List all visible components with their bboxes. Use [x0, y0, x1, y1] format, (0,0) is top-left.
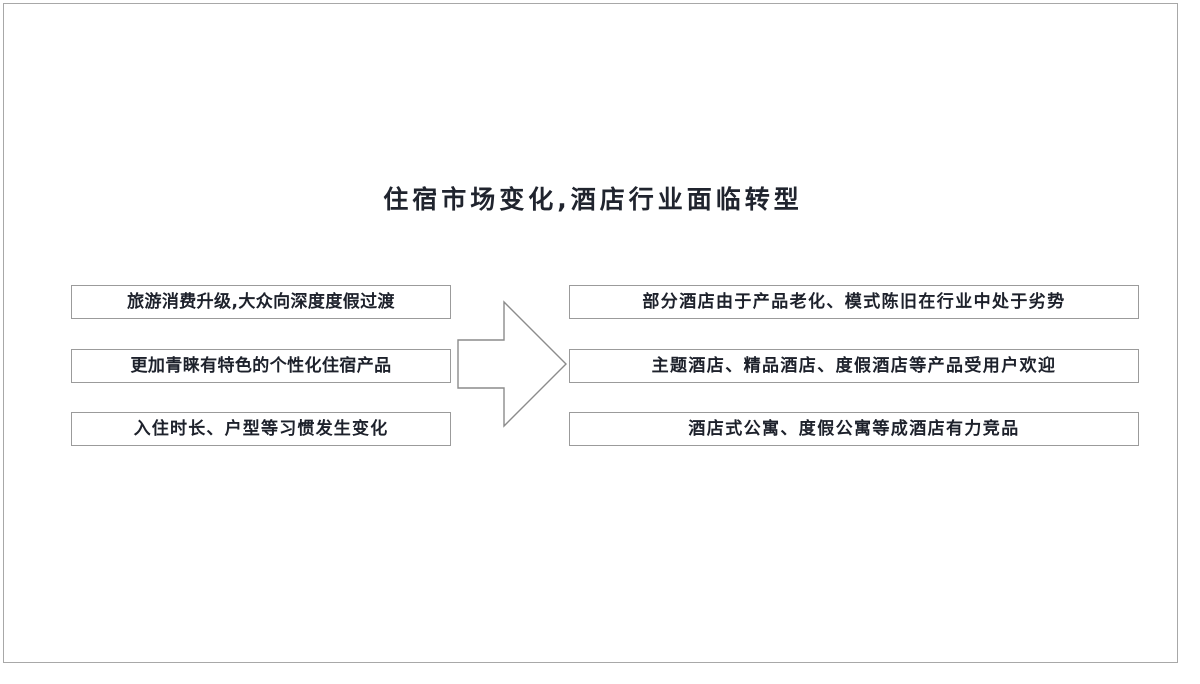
right-block-arrow-icon	[456, 296, 568, 432]
right-item-1[interactable]: 部分酒店由于产品老化、模式陈旧在行业中处于劣势	[569, 285, 1139, 319]
left-item-2[interactable]: 更加青睐有特色的个性化住宿产品	[71, 349, 451, 383]
slide-frame: 住宿市场变化,酒店行业面临转型 旅游消费升级,大众向深度度假过渡 更加青睐有特色…	[3, 3, 1178, 663]
right-item-2[interactable]: 主题酒店、精品酒店、度假酒店等产品受用户欢迎	[569, 349, 1139, 383]
arrow-shape	[457, 300, 567, 428]
left-item-1[interactable]: 旅游消费升级,大众向深度度假过渡	[71, 285, 451, 319]
left-item-3[interactable]: 入住时长、户型等习惯发生变化	[71, 412, 451, 446]
right-item-3[interactable]: 酒店式公寓、度假公寓等成酒店有力竞品	[569, 412, 1139, 446]
page-title: 住宿市场变化,酒店行业面临转型	[383, 185, 803, 214]
